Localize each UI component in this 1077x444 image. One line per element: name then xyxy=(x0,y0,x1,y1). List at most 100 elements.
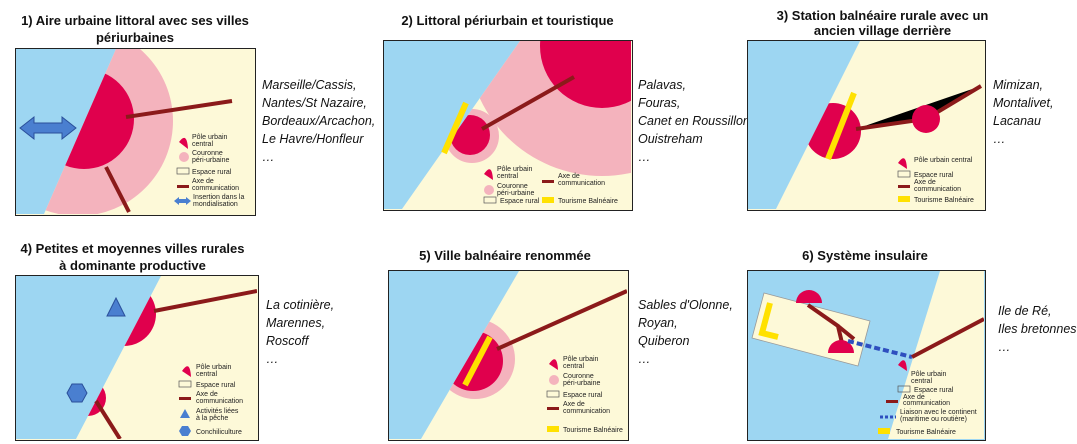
legend-road-icon xyxy=(886,400,898,403)
legend-urban-icon xyxy=(549,359,558,370)
legend-label: communication xyxy=(903,400,950,407)
panel-5-examples: Sables d'Olonne,Royan,Quiberon… xyxy=(638,296,733,368)
legend-label: Mimizan, xyxy=(993,78,1044,92)
legend-label: Marseille/Cassis, xyxy=(262,78,357,92)
legend-label: Ouistreham xyxy=(638,132,703,146)
mainland-link xyxy=(847,339,913,359)
legend-label: … xyxy=(638,150,651,164)
legend-fishing-icon xyxy=(180,409,190,418)
legend-rural-icon xyxy=(483,196,497,204)
legend-urban-icon xyxy=(898,360,907,371)
communication-axis xyxy=(104,99,233,213)
legend-road-icon xyxy=(542,180,554,183)
periurban-crown xyxy=(467,41,631,176)
legend-label: Axe de xyxy=(914,179,936,186)
legend-label: Espace rural xyxy=(914,172,954,179)
legend-label: central xyxy=(192,141,213,148)
tourism-coast xyxy=(441,101,469,155)
legend-label: Axe de xyxy=(192,178,214,185)
legend-label: Tourisme Balnéaire xyxy=(558,198,618,205)
communication-axis xyxy=(496,289,628,351)
communication-axis xyxy=(911,317,985,359)
sea xyxy=(748,41,860,209)
legend-label: péri-urbaine xyxy=(192,157,229,164)
panel-4-title: 4) Petites et moyennes villes rurales à … xyxy=(20,241,245,273)
legend-label: … xyxy=(998,340,1011,354)
legend-label: Espace rural xyxy=(196,382,236,389)
legend-label: Espace rural xyxy=(500,198,540,205)
legend-label: Pôle urbain xyxy=(196,364,232,371)
legend-label: Bordeaux/Arcachon, xyxy=(262,114,376,128)
legend-tourism-icon xyxy=(542,197,554,203)
panel-1-title: 1) Aire urbaine littoral avec ses villes… xyxy=(21,13,249,45)
legend-label: Pôle urbain xyxy=(192,134,228,141)
legend-rural-icon xyxy=(176,167,190,175)
legend-label: Ile de Ré, xyxy=(998,304,1052,318)
legend-label: Marennes, xyxy=(266,316,326,330)
mainland xyxy=(888,271,984,439)
legend-road-icon xyxy=(179,397,191,400)
legend-label: … xyxy=(638,352,651,366)
legend-tourism-icon xyxy=(898,196,910,202)
legend-label: Tourisme Balnéaire xyxy=(914,197,974,204)
legend-label: péri-urbaine xyxy=(497,190,534,197)
legend-label: Tourisme Balnéaire xyxy=(563,427,623,434)
urban-pole-island-2 xyxy=(828,340,854,353)
fishing-triangle-icon xyxy=(106,296,126,317)
legend-label: Couronne xyxy=(192,150,223,157)
legend-label: Le Havre/Honfleur xyxy=(262,132,364,146)
legend-crown-icon xyxy=(179,152,189,162)
panel-2-title: 2) Littoral périurbain et touristique xyxy=(401,13,614,28)
island-roads xyxy=(806,303,856,344)
legend-road-icon xyxy=(177,185,189,188)
legend-label: Nantes/St Nazaire, xyxy=(262,96,367,110)
legend-label: Espace rural xyxy=(914,387,954,394)
legend-label: Iles bretonnes xyxy=(998,322,1077,336)
tourism-coast xyxy=(758,302,779,340)
sea xyxy=(16,276,161,439)
legend-label: Axe de xyxy=(563,401,585,408)
legend-label: Lacanau xyxy=(993,114,1041,128)
legend-rural-icon xyxy=(897,385,911,393)
communication-axis xyxy=(94,289,258,441)
legend-label: Roscoff xyxy=(266,334,309,348)
legend-label: Fouras, xyxy=(638,96,681,110)
panel-5-title: 5) Ville balnéaire renommée xyxy=(419,248,591,263)
legend-label: central xyxy=(911,378,932,385)
panel-3-diagram: Pôle urbain central Espace rural Axe dec… xyxy=(748,41,983,209)
legend-label: mondialisation xyxy=(193,201,238,208)
legend-label: Activités liées xyxy=(196,408,239,415)
legend-rural-icon xyxy=(178,380,192,388)
legend-label: à la pêche xyxy=(196,415,228,422)
legend-urban-icon xyxy=(179,137,188,149)
panel-6-examples: Ile de Ré, Iles bretonnes … xyxy=(998,302,1077,356)
panel-6-title: 6) Système insulaire xyxy=(802,248,928,263)
legend-label: Axe de xyxy=(196,391,218,398)
legend-label: Couronne xyxy=(497,183,528,190)
legend-arrow-icon xyxy=(174,197,191,205)
globalisation-arrow-icon xyxy=(19,115,77,141)
legend-crown-icon xyxy=(549,375,559,385)
legend-shellfish-icon xyxy=(179,426,191,436)
legend-label: … xyxy=(266,352,279,366)
shellfish-hexagon-icon xyxy=(66,383,88,403)
legend-label: Espace rural xyxy=(563,392,603,399)
legend-label: péri-urbaine xyxy=(563,380,600,387)
sea xyxy=(384,41,520,209)
legend-label: Axe de xyxy=(558,173,580,180)
legend-label: Palavas, xyxy=(638,78,686,92)
panel-1-examples: Marseille/Cassis, Nantes/St Nazaire, Borde… xyxy=(262,76,375,166)
legend-urban-icon xyxy=(484,169,493,180)
legend-urban-icon xyxy=(182,366,191,377)
legend-urban-icon xyxy=(898,158,907,169)
panel-3-examples: Mimizan,Montalivet,Lacanau… xyxy=(993,76,1053,148)
